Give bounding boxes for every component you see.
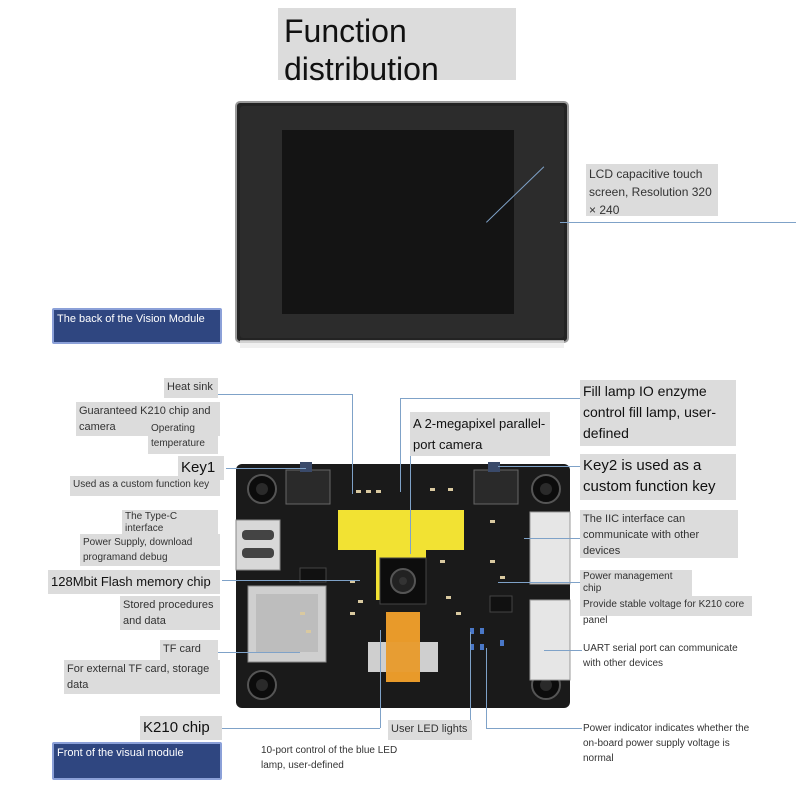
label-uart: UART serial port can communicate with ot…: [583, 643, 738, 669]
leader-line: [486, 648, 487, 728]
leader-line: [410, 446, 411, 554]
label-stored: Stored procedures and data: [120, 596, 220, 630]
label-tf-desc: For external TF card, storage data: [64, 660, 220, 694]
leader-line: [400, 398, 580, 399]
label-fill-lamp: Fill lamp IO enzyme control fill lamp, u…: [580, 380, 736, 446]
leader-line: [560, 222, 796, 223]
label-operating-temp: Operating temperature: [148, 420, 218, 454]
label-key1-desc: Used as a custom function key: [70, 476, 220, 496]
lcd-screen: [282, 130, 514, 314]
leader-line: [222, 580, 360, 581]
label-tf-slot: TF card slot: [160, 640, 218, 671]
leader-line: [498, 466, 580, 467]
leader-line: [380, 630, 381, 728]
leader-line: [216, 394, 352, 395]
label-heat-sink: Heat sink: [164, 378, 218, 398]
leader-line: [218, 652, 300, 653]
leader-line: [498, 582, 582, 583]
label-back-of-module: The back of the Vision Module: [52, 308, 222, 344]
vision-board: [235, 462, 571, 708]
label-flash: 128Mbit Flash memory chip: [48, 570, 220, 594]
page-title: Function distribution: [278, 8, 516, 87]
label-power-supply: Power Supply, download programand debug: [80, 534, 220, 566]
label-camera: A 2-megapixel parallel-port camera: [410, 412, 550, 456]
leader-line: [524, 538, 582, 539]
leader-line: [470, 632, 471, 724]
leader-line: [220, 728, 380, 729]
leader-line: [226, 468, 306, 469]
leader-line: [400, 398, 401, 492]
lcd-module: [235, 101, 569, 348]
label-power-mgmt: Power management chip: [580, 570, 692, 596]
label-stable-voltage: Provide stable voltage for K210 core pan…: [580, 596, 752, 626]
label-key2: Key2 is used as a custom function key: [580, 454, 736, 500]
label-front-of-module: Front of the visual module: [52, 742, 222, 780]
label-ten-port: 10-port control of the blue LED lamp, us…: [261, 745, 398, 771]
label-typec: The Type-C interface: [122, 510, 218, 534]
leader-line: [352, 394, 353, 494]
label-k210: K210 chip: [140, 716, 222, 740]
label-iic: The IIC interface can communicate with o…: [580, 510, 738, 558]
leader-line: [544, 650, 582, 651]
label-lcd: LCD capacitive touch screen, Resolution …: [586, 164, 718, 217]
label-power-indicator: Power indicator indicates whether the on…: [583, 723, 750, 764]
label-user-led: User LED lights: [388, 720, 472, 740]
leader-line: [486, 728, 582, 729]
